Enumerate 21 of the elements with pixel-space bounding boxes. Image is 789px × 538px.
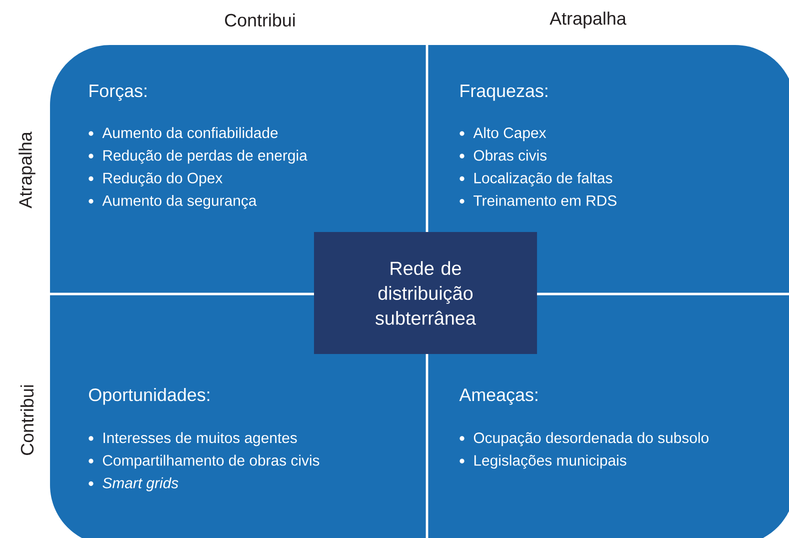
bullet-item: Redução de perdas de energia xyxy=(88,150,308,164)
bullet-item: Aumento da segurança xyxy=(88,194,257,209)
center-box: Rede de distribuição subterrânea xyxy=(314,232,537,354)
axis-label: Contribui xyxy=(225,13,295,27)
bullet-item: Aumento da confiabilidade xyxy=(88,127,278,138)
bullet-item: Redução do Opex xyxy=(88,172,222,186)
bullet-item: Interesses de muitos agentes xyxy=(88,432,297,446)
bullet-item: Localização de faltas xyxy=(460,172,612,186)
bullet-item: Ocupação desordenada do subsolo xyxy=(460,432,708,446)
quadrant-heading: Fraquezas: xyxy=(460,84,548,101)
axis-label: Contribui xyxy=(20,385,34,455)
quadrant-heading: Ameaças: xyxy=(459,388,538,405)
bullet-item: Treinamento em RDS xyxy=(460,194,616,206)
quadrant-heading: Forças: xyxy=(90,84,146,101)
bullet-item: Smart grids xyxy=(88,477,178,492)
bullet-item: Alto Capex xyxy=(460,127,546,142)
bullet-item: Legislações municipais xyxy=(460,454,626,469)
bullet-item: Compartilhamento de obras civis xyxy=(88,454,320,469)
axis-label: Atrapalha xyxy=(550,12,626,28)
bullet-item: Obras civis xyxy=(460,150,547,161)
quadrant-heading: Oportunidades: xyxy=(89,388,210,405)
